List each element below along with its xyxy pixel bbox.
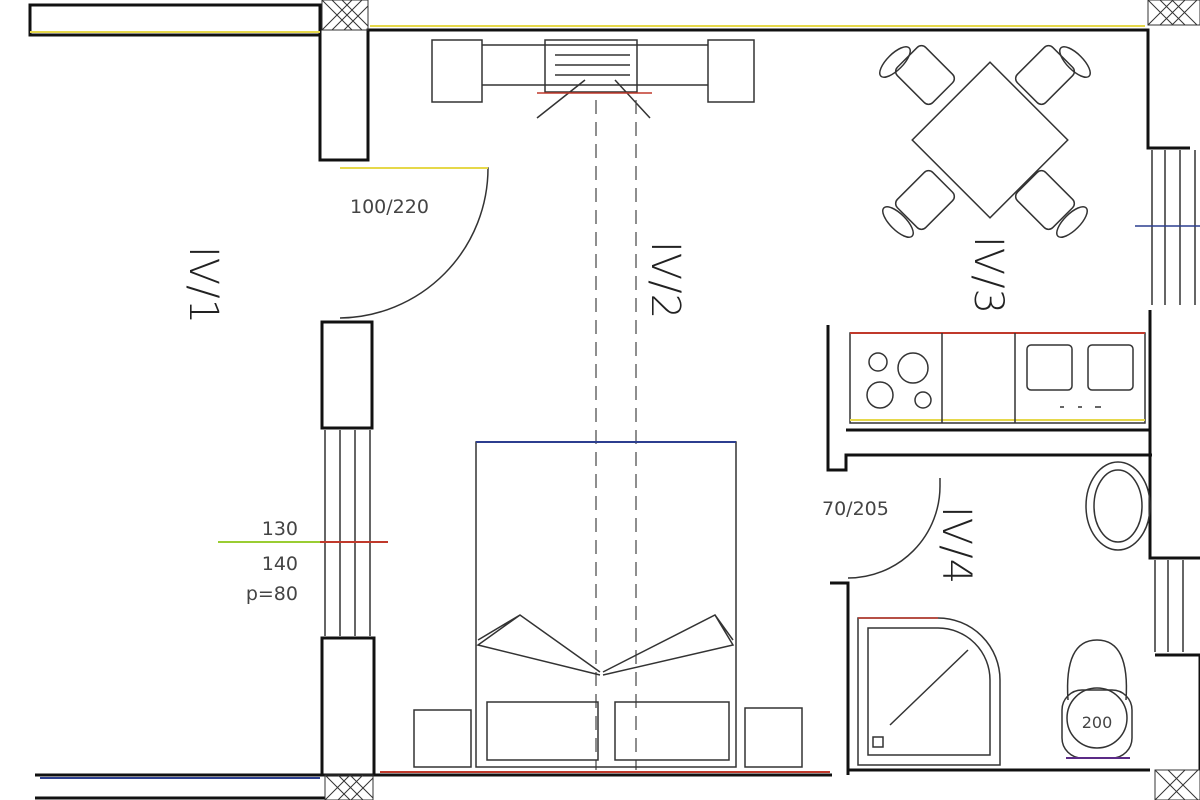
room-label-4: IV/4 — [933, 506, 979, 584]
walls — [28, 3, 1200, 800]
door-main[interactable] — [339, 167, 489, 319]
fixture-dimension: 200 — [1082, 713, 1113, 732]
door-bath-dimension: 70/205 — [822, 498, 889, 520]
bathroom-fixtures — [857, 461, 1151, 766]
dining-table — [879, 44, 1091, 238]
window-dimension-2: 140 — [262, 553, 298, 575]
door-bath[interactable] — [847, 478, 941, 579]
columns — [321, 0, 1200, 800]
window-sill-unit — [431, 39, 755, 119]
door-main-dimension: 100/220 — [350, 196, 429, 218]
kitchen-counter — [849, 332, 1146, 424]
window-parapet: p=80 — [246, 583, 298, 605]
bed — [413, 441, 803, 768]
windows — [324, 150, 1196, 652]
room-label-1: IV/1 — [180, 246, 226, 324]
ceiling-beam-lines — [595, 100, 637, 770]
window-dimension-1: 130 — [262, 518, 298, 540]
room-label-2: IV/2 — [642, 241, 688, 319]
room-label-3: IV/3 — [965, 236, 1011, 314]
